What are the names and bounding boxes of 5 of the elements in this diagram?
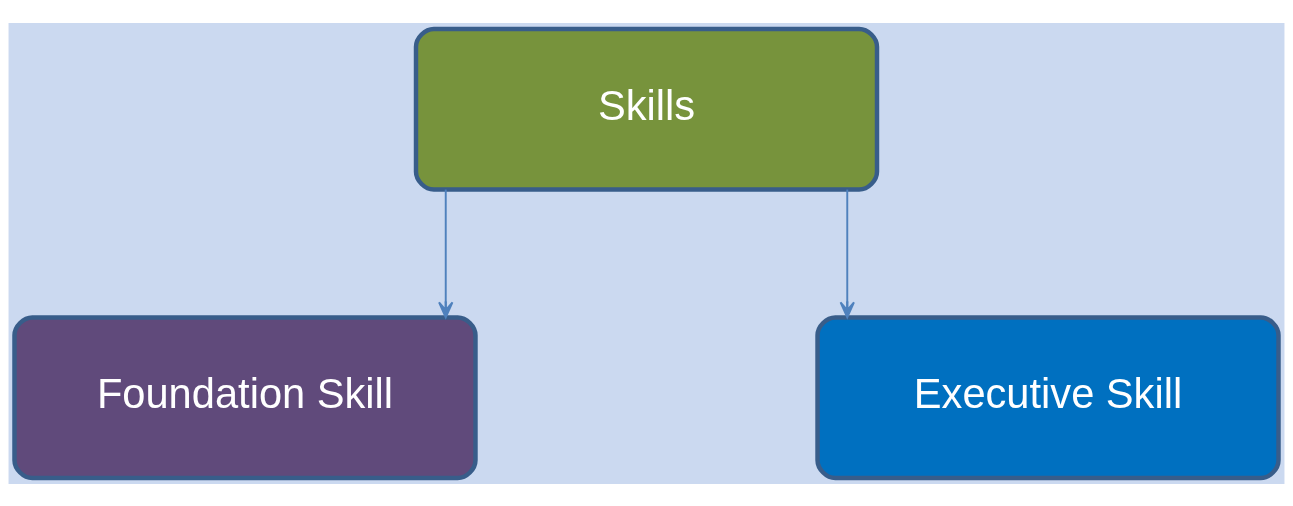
node-box: Foundation Skill [12, 314, 478, 480]
node-box: Executive Skill [815, 314, 1281, 480]
arrow [438, 188, 454, 318]
node-box: Skills [413, 26, 880, 192]
arrow [839, 188, 855, 318]
